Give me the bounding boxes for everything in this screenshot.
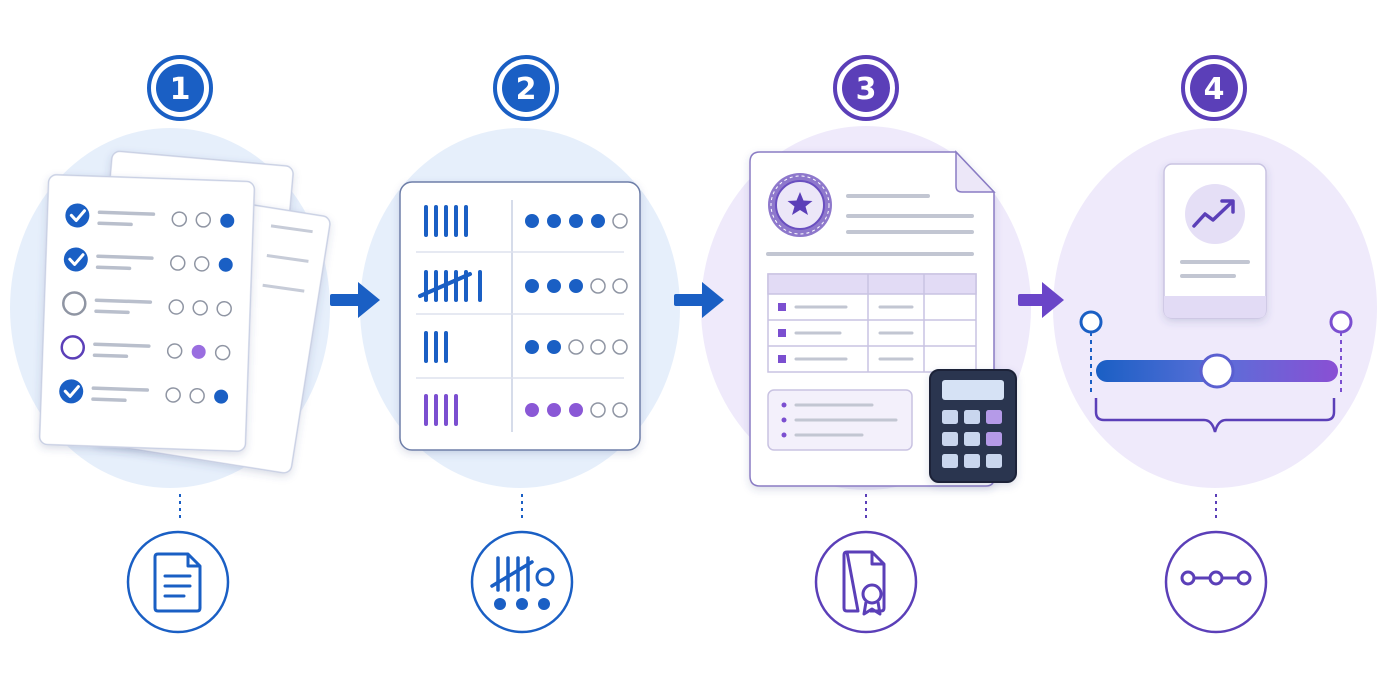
step-1-number: 1 [170, 72, 191, 107]
rating-dot [547, 403, 561, 417]
rating-dot [168, 299, 184, 315]
step-3-badge: 3 [833, 55, 899, 121]
calculator-key [964, 432, 980, 446]
tally-strike [418, 272, 472, 298]
rating-dot [171, 211, 188, 227]
calculator-icon [929, 369, 1017, 483]
rating-dot [165, 387, 181, 403]
rating-dot [195, 212, 212, 228]
tally-rows [418, 205, 628, 426]
step-2-badge: 2 [493, 55, 559, 121]
trend-up-icon [1192, 199, 1235, 228]
rating-dot [591, 214, 605, 228]
tally-card [399, 181, 641, 451]
document-icon [126, 530, 230, 634]
calculator-key [964, 410, 980, 424]
empty-checkbox-icon [62, 291, 87, 316]
calculator-key [986, 410, 1002, 424]
checkmark-icon [63, 385, 80, 398]
step-4-number: 4 [1204, 72, 1225, 107]
calculator-key [986, 454, 1002, 468]
calculator-key [942, 410, 958, 424]
step-2-number: 2 [516, 72, 537, 107]
notes-box [767, 389, 913, 451]
row-text-line [94, 298, 153, 304]
rating-dot [569, 214, 583, 228]
row-text-line [94, 309, 130, 315]
rating-dot [214, 344, 231, 361]
rating-dot [170, 255, 186, 271]
rating-dot [525, 279, 539, 293]
certificate-document-icon [814, 530, 918, 634]
row-text-line [93, 342, 151, 348]
tally-marks-icon [470, 530, 574, 634]
row-text-line [91, 397, 127, 403]
arrow-2-to-3 [674, 282, 724, 318]
rating-dot [216, 300, 232, 317]
range-start-marker [1079, 310, 1103, 334]
rating-dot [218, 257, 233, 272]
rating-dot [525, 340, 539, 354]
slider-knob [1199, 353, 1235, 389]
step-1-badge: 1 [147, 55, 213, 121]
rating-dot [569, 279, 583, 293]
rating-dot [214, 389, 229, 404]
rating-dot [612, 213, 628, 229]
row-text-line [95, 265, 132, 271]
rating-dot [612, 278, 628, 294]
rating-dot [220, 213, 235, 228]
row-text-line [96, 254, 154, 260]
score-table [767, 273, 977, 373]
checked-checkbox-icon [65, 203, 90, 228]
row-text-line [97, 221, 133, 227]
range-end-marker [1329, 310, 1353, 334]
rating-dot [189, 388, 205, 404]
checklist-stack [38, 150, 331, 474]
checked-checkbox-icon [63, 247, 88, 272]
checked-checkbox-icon [59, 379, 84, 404]
rating-dot [590, 402, 606, 418]
empty-checkbox-icon [60, 335, 86, 360]
range-slider [1079, 310, 1353, 433]
rating-dot [547, 279, 561, 293]
seal-icon [768, 173, 832, 237]
arrow-3-to-4 [1018, 282, 1064, 318]
checkmark-icon [68, 253, 85, 266]
row-text-line [91, 386, 150, 392]
rating-dot [590, 339, 606, 355]
calculator-key [986, 432, 1002, 446]
rating-dot [590, 278, 606, 294]
rating-dot [193, 256, 210, 272]
calculator-key [942, 432, 958, 446]
rating-dot [525, 214, 539, 228]
rating-dot [569, 403, 583, 417]
rating-dot [525, 403, 539, 417]
rating-dot [612, 339, 628, 355]
rating-dot [191, 344, 206, 359]
calculator-key [964, 454, 980, 468]
rating-dot [568, 339, 584, 355]
rating-dot [547, 214, 561, 228]
rating-dot [612, 402, 628, 418]
checkmark-icon [69, 209, 87, 222]
step-4-badge: 4 [1181, 55, 1247, 121]
rating-dot [547, 340, 561, 354]
row-text-line [97, 210, 156, 216]
arrow-1-to-2 [330, 282, 380, 318]
range-slider-icon [1164, 530, 1268, 634]
rating-dot [166, 343, 183, 359]
row-text-line [92, 353, 129, 359]
step-3-number: 3 [856, 72, 877, 107]
checklist-rows [59, 203, 235, 404]
calculator-key [942, 454, 958, 468]
rating-dot [192, 300, 208, 316]
trend-report-card [1163, 163, 1267, 319]
